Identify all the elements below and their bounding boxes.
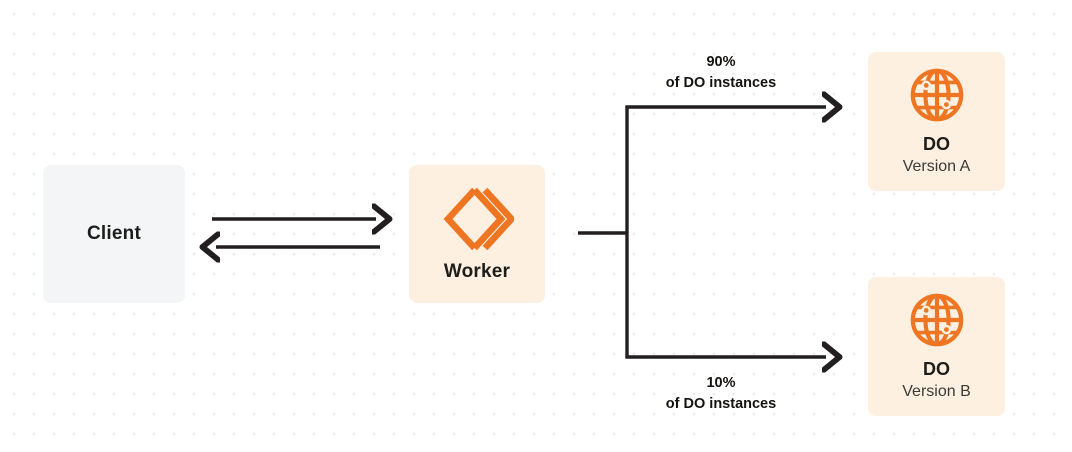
cloudflare-workers-logo-icon	[438, 185, 516, 253]
edge-label-do-a-percent: 90%	[706, 54, 736, 70]
node-do-a-label: DO	[923, 134, 950, 155]
globe-icon	[907, 290, 967, 350]
node-client-label: Client	[87, 223, 141, 244]
edge-label-do-b-caption: of DO instances	[665, 396, 777, 413]
node-worker-label: Worker	[443, 261, 511, 282]
node-client: Client	[43, 165, 185, 303]
node-do-b-sublabel: Version B	[902, 382, 971, 400]
node-do-version-b: DO Version B	[868, 277, 1005, 416]
edge-label-do-b: 10% of DO instances	[624, 373, 818, 415]
edge-label-do-b-percent: 10%	[706, 375, 736, 391]
edge-label-do-a: 90% of DO instances	[624, 52, 818, 94]
node-do-version-a: DO Version A	[868, 52, 1005, 191]
edge-worker-to-do-b	[625, 233, 826, 357]
edge-worker-to-do-a	[625, 107, 826, 233]
globe-icon	[907, 65, 967, 125]
node-do-a-sublabel: Version A	[902, 157, 971, 175]
edge-label-do-a-caption: of DO instances	[665, 75, 777, 92]
node-do-b-label: DO	[923, 359, 950, 380]
node-worker: Worker	[409, 165, 545, 303]
